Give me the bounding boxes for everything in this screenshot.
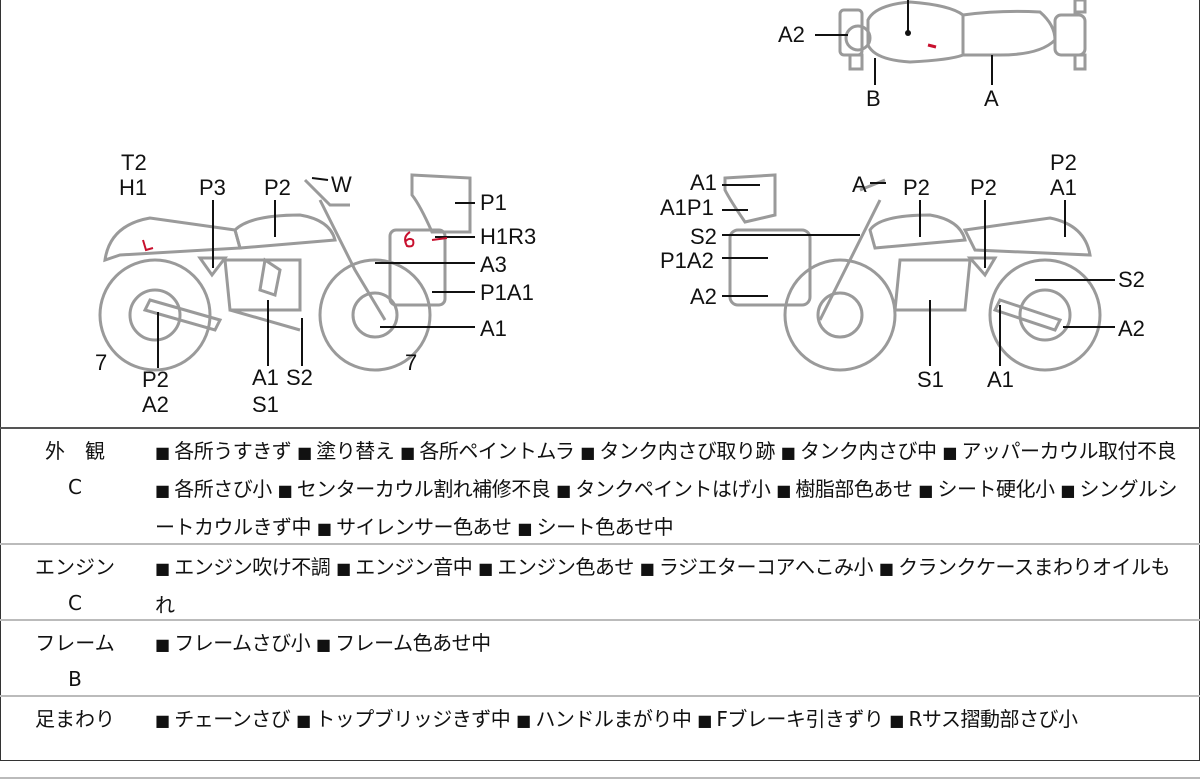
part-label: A1 [252,365,279,390]
grade-label: C [68,591,82,615]
condition-item: タンク内さび取り跡 [580,439,775,463]
part-label: A2 [1118,316,1145,341]
part-label: A1 [987,367,1014,392]
condition-item: フレーム色あせ中 [316,631,491,655]
part-label: P1 [480,190,507,215]
condition-item: ハンドルまがり中 [516,707,692,731]
part-label: P3 [199,175,226,200]
category-label: エンジン [35,555,115,579]
part-label: P1A1 [480,280,534,305]
part-label: T2 [121,150,147,175]
condition-item: エンジン音中 [336,555,473,579]
condition-item: タンクペイントはげ小 [556,477,771,501]
top-view-motorcycle [815,0,1087,85]
part-label: 7 [405,350,418,375]
condition-item: タンク内さび中 [781,439,937,463]
part-label: S1 [917,367,944,392]
condition-item: トップブリッジきず中 [296,707,511,731]
grade-label: B [68,667,82,691]
part-label: S2 [286,365,313,390]
part-label: S1 [252,392,279,417]
condition-item: 塗り替え [297,439,395,463]
left-side-motorcycle [98,173,475,372]
condition-items: 各所うすきず 塗り替え 各所ペイントムラ タンク内さび取り跡 タンク内さび中 ア… [155,429,1188,547]
part-label: H1 [119,175,148,200]
condition-item: 各所ペイントムラ [400,439,575,463]
part-label: P2 [970,175,997,200]
part-label: A2 [690,284,717,309]
part-label: A1 [690,170,717,195]
category-label: 外 観 [45,439,105,463]
condition-item: エンジン色あせ [478,555,634,579]
right-side-motorcycle [722,173,1115,372]
row-frame: フレーム B フレームさび小 フレーム色あせ中 [0,621,1200,697]
part-label: A3 [480,252,507,277]
condition-item: 樹脂部色あせ [776,477,913,501]
part-label: S2 [1118,267,1145,292]
condition-items: エンジン吹け不調 エンジン音中 エンジン色あせ ラジエターコアへこみ小 クランク… [155,545,1188,623]
condition-item: サイレンサー色あせ [317,515,512,539]
condition-item: エンジン吹け不調 [155,555,331,579]
condition-table: 外 観 C 各所うすきず 塗り替え 各所ペイントムラ タンク内さび取り跡 タンク内… [0,429,1200,779]
part-label: B [866,86,881,111]
condition-items: チェーンさび トップブリッジきず中 ハンドルまがり中 Fブレーキ引きずり Rサス… [155,697,1188,739]
motorcycle-drawings [98,0,1115,372]
part-label: A [852,172,867,197]
condition-item: シート色あせ中 [517,515,673,539]
part-label: P2 [903,175,930,200]
damage-diagram: A2 B A T2 H1 P3 P2 W P1 H1R3 A3 P1A1 A1 … [0,0,1200,429]
row-exterior: 外 観 C 各所うすきず 塗り替え 各所ペイントムラ タンク内さび取り跡 タンク内… [0,429,1200,545]
condition-item: チェーンさび [155,707,291,731]
grade-label: C [68,475,82,499]
part-label: P2 [142,367,169,392]
condition-item: 各所うすきず [155,439,292,463]
part-label: A2 [778,22,805,47]
condition-item: アッパーカウル取付不良 [942,439,1176,463]
condition-item: ラジエターコアへこみ小 [640,555,874,579]
part-label: A1 [480,316,507,341]
row-suspension: 足まわり チェーンさび トップブリッジきず中 ハンドルまがり中 Fブレーキ引きず… [0,697,1200,779]
part-label: H1R3 [480,224,537,249]
condition-item: フレームさび小 [155,631,311,655]
condition-item: センターカウル割れ補修不良 [278,477,551,501]
category-label: フレーム [35,631,115,655]
part-label: A1P1 [660,195,714,220]
part-label: S2 [690,224,717,249]
condition-item: 各所さび小 [155,477,272,501]
condition-item: Fブレーキ引きずり [697,707,884,731]
part-label: 7 [95,350,108,375]
part-label: P2 [1050,150,1077,175]
part-label: A1 [1050,175,1077,200]
part-label: A2 [142,392,169,417]
condition-item: Rサス摺動部さび小 [889,707,1078,731]
part-label: W [331,172,352,197]
part-label: P1A2 [660,248,714,273]
category-label: 足まわり [35,707,115,731]
condition-item: シート硬化小 [918,477,1055,501]
part-label: P2 [264,175,291,200]
row-engine: エンジン C エンジン吹け不調 エンジン音中 エンジン色あせ ラジエターコアへこみ… [0,545,1200,621]
part-label: A [984,86,999,111]
condition-items: フレームさび小 フレーム色あせ中 [155,621,1188,663]
